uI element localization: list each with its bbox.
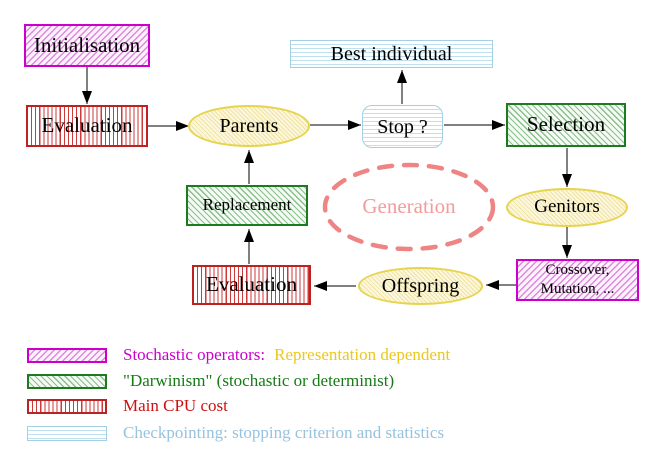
node-genitors: Genitors (506, 188, 628, 227)
node-evaluation-bottom-label: Evaluation (206, 272, 297, 297)
node-best-individual: Best individual (290, 40, 493, 68)
legend-row-darwinism: "Darwinism" (stochastic or determinist) (27, 371, 394, 391)
node-stop: Stop ? (362, 105, 443, 148)
node-crossover-line1: Crossover, (545, 261, 610, 278)
node-initialisation: Initialisation (24, 24, 150, 67)
legend-swatch-magenta-hatch (27, 347, 107, 363)
node-best-individual-label: Best individual (330, 43, 453, 65)
node-replacement-label: Replacement (202, 195, 292, 215)
node-initialisation-label: Initialisation (33, 32, 141, 57)
node-genitors-label: Genitors (534, 196, 600, 218)
node-evaluation-top-label: Evaluation (41, 113, 133, 138)
legend-swatch-green-hatch (27, 373, 107, 389)
legend-cpu-label: Main CPU cost (123, 396, 228, 415)
node-selection-label: Selection (526, 112, 606, 137)
legend-representation-label: Representation dependent (274, 345, 451, 364)
legend-row-stochastic: Stochastic operators: Representation dep… (27, 345, 450, 365)
legend-stochastic-label: Stochastic operators: (123, 345, 266, 364)
legend-row-checkpointing: Checkpointing: stopping criterion and st… (27, 423, 444, 443)
legend-swatch-cyan-stripes (27, 425, 107, 441)
node-crossover-mutation-lines: Crossover, Mutation, ... (541, 261, 615, 300)
node-crossover-line2: Mutation, ... (540, 281, 615, 297)
node-replacement: Replacement (186, 185, 308, 226)
node-parents: Parents (188, 105, 310, 147)
node-stop-label: Stop ? (377, 115, 428, 138)
node-offspring-label: Offspring (381, 275, 460, 297)
node-crossover-mutation: Crossover, Mutation, ... (516, 259, 639, 301)
legend-swatch-red-stripes (27, 398, 107, 414)
node-generation: Generation (325, 194, 493, 220)
node-offspring: Offspring (358, 267, 483, 305)
legend-darwinism-label: "Darwinism" (stochastic or determinist) (123, 371, 395, 390)
node-parents-label: Parents (219, 115, 279, 137)
node-evaluation-top: Evaluation (26, 105, 148, 147)
node-selection: Selection (506, 103, 626, 147)
legend-checkpointing-label: Checkpointing: stopping criterion and st… (123, 423, 445, 442)
node-evaluation-bottom: Evaluation (192, 265, 311, 305)
legend-row-cpu-cost: Main CPU cost (27, 396, 228, 416)
node-generation-label: Generation (362, 194, 456, 219)
